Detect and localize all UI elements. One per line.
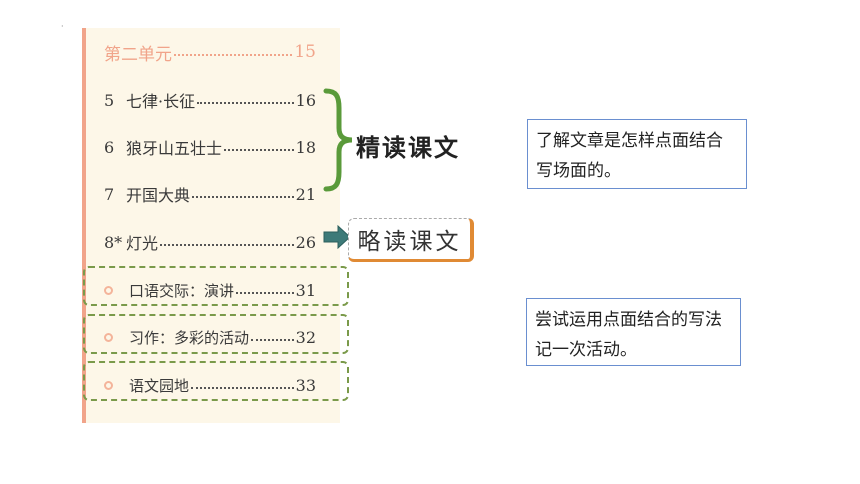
highlight-box-speech bbox=[83, 266, 349, 306]
page-dot: · bbox=[61, 22, 64, 31]
lesson-title: 开国大典 bbox=[126, 186, 191, 205]
circle-bullet-icon bbox=[104, 332, 113, 342]
leader-dots bbox=[160, 244, 294, 246]
note-box-bottom: 尝试运用点面结合的写法记一次活动。 bbox=[526, 298, 741, 366]
leader-dots bbox=[224, 149, 294, 151]
lesson-page: 26 bbox=[295, 232, 316, 252]
activity-page: 32 bbox=[295, 327, 316, 347]
skim-reading-box: 略读课文 bbox=[348, 218, 474, 262]
skim-reading-label: 略读课文 bbox=[357, 229, 462, 255]
activity-title: 口语交际：演讲 bbox=[129, 281, 235, 300]
leader-dots bbox=[197, 102, 294, 104]
leader-dots bbox=[191, 387, 294, 389]
activity-title: 语文园地 bbox=[129, 376, 190, 395]
toc-lesson-6[interactable]: 6 狼牙山五壮士 18 bbox=[104, 135, 316, 159]
note-text: 尝试运用点面结合的写法记一次活动。 bbox=[535, 310, 722, 360]
lesson-page: 18 bbox=[295, 137, 316, 157]
lesson-title: 七律·长征 bbox=[126, 92, 196, 111]
curly-brace-icon bbox=[323, 88, 353, 192]
leader-dots bbox=[251, 339, 294, 341]
highlight-box-writing bbox=[83, 314, 349, 354]
toc-activity-speech[interactable]: 口语交际：演讲 31 bbox=[104, 278, 316, 302]
toc-accent-bar bbox=[82, 28, 86, 423]
note-text: 了解文章是怎样点面结合写场面的。 bbox=[536, 131, 723, 181]
lesson-number: 6 bbox=[104, 137, 115, 157]
unit-page: 15 bbox=[294, 42, 316, 62]
lesson-page: 16 bbox=[295, 90, 316, 110]
lesson-title: 狼牙山五壮士 bbox=[126, 139, 223, 158]
toc-lesson-8[interactable]: 8* 灯光 26 bbox=[104, 230, 316, 254]
highlight-box-garden bbox=[83, 361, 349, 401]
leader-dots bbox=[174, 54, 293, 56]
circle-bullet-icon bbox=[104, 285, 113, 295]
activity-page: 33 bbox=[295, 375, 316, 395]
lesson-number: 7 bbox=[104, 184, 115, 204]
arrow-right-icon bbox=[323, 224, 351, 250]
activity-page: 31 bbox=[295, 280, 316, 300]
lesson-title: 灯光 bbox=[126, 234, 159, 253]
toc-lesson-5[interactable]: 5 七律·长征 16 bbox=[104, 88, 316, 112]
unit-title: 第二单元 bbox=[104, 44, 172, 65]
circle-bullet-icon bbox=[104, 380, 113, 390]
lesson-number: 5 bbox=[104, 90, 115, 110]
leader-dots bbox=[236, 292, 294, 294]
toc-activity-garden[interactable]: 语文园地 33 bbox=[104, 373, 316, 397]
lesson-number: 8* bbox=[104, 232, 123, 252]
lesson-page: 21 bbox=[295, 184, 316, 204]
toc-activity-writing[interactable]: 习作：多彩的活动 32 bbox=[104, 325, 316, 349]
note-box-top: 了解文章是怎样点面结合写场面的。 bbox=[527, 119, 747, 189]
toc-unit-heading[interactable]: 第二单元 15 bbox=[104, 40, 316, 65]
toc-panel bbox=[82, 28, 340, 423]
leader-dots bbox=[192, 196, 294, 198]
intensive-reading-label: 精读课文 bbox=[356, 134, 460, 162]
activity-title: 习作：多彩的活动 bbox=[129, 328, 250, 347]
toc-lesson-7[interactable]: 7 开国大典 21 bbox=[104, 182, 316, 206]
